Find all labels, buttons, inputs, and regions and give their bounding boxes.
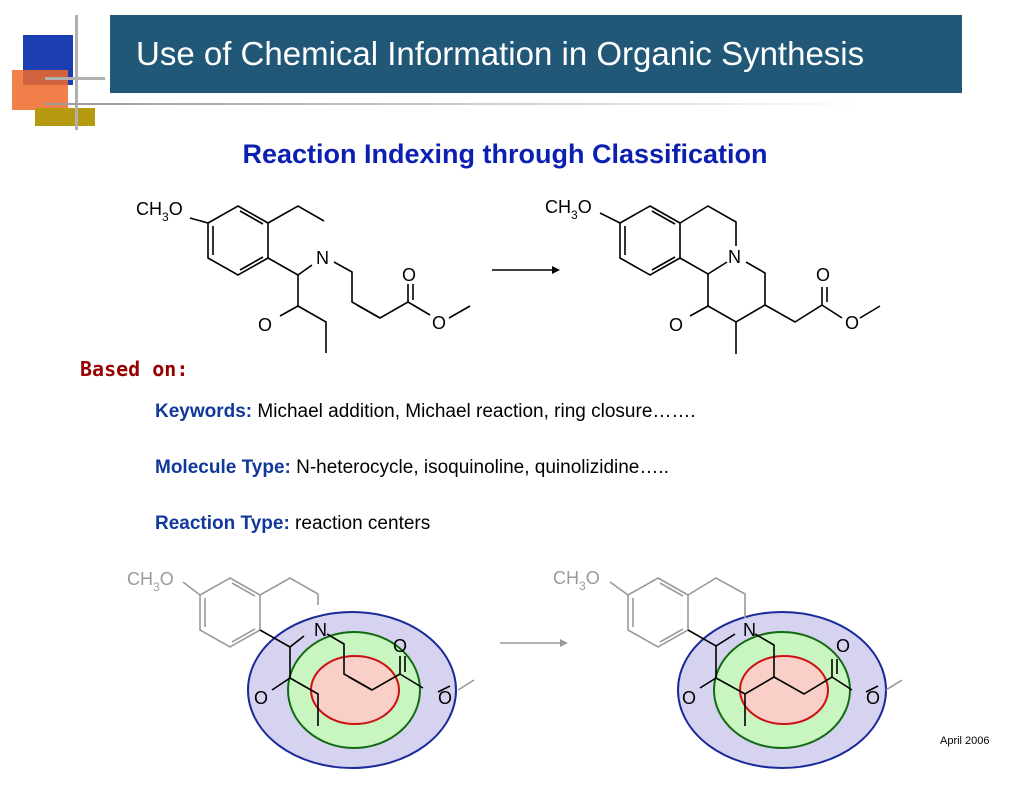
right-o-atom-3: O	[866, 688, 880, 708]
right-n-atom: N	[743, 620, 756, 640]
decor-vertical-line	[75, 15, 78, 130]
decor-olive-square	[35, 108, 95, 126]
product-n-atom: N	[728, 247, 741, 267]
left-o-atom-2: O	[254, 688, 268, 708]
reactant-methoxy-label: CH3O	[136, 199, 183, 224]
right-inner-ellipse	[739, 655, 829, 725]
reactant-o-atom-3: O	[432, 313, 446, 333]
reactant-o-atom-2: O	[258, 315, 272, 335]
footer-date: April 2006	[940, 735, 990, 747]
left-methoxy-label: CH3O	[127, 569, 174, 594]
keywords-line: Keywords: Michael addition, Michael reac…	[155, 401, 696, 423]
based-on-heading: Based on:	[80, 357, 189, 381]
left-o-atom-3: O	[438, 688, 452, 708]
right-o-atom-1: O	[836, 636, 850, 656]
product-o-atom-2: O	[669, 315, 683, 335]
product-o-atom-1: O	[816, 265, 830, 285]
product-methoxy-label: CH3O	[545, 197, 592, 222]
slide-subtitle: Reaction Indexing through Classification	[242, 139, 768, 169]
left-inner-ellipse	[310, 655, 400, 725]
right-o-atom-2: O	[682, 688, 696, 708]
molecule-type-text: N-heterocycle, isoquinoline, quinolizidi…	[290, 457, 669, 478]
molecule-type-line: Molecule Type: N-heterocycle, isoquinoli…	[155, 457, 669, 479]
title-bar: Use of Chemical Information in Organic S…	[110, 15, 962, 93]
reaction-type-text: reaction centers	[289, 513, 431, 534]
left-n-atom: N	[314, 620, 327, 640]
keywords-label: Keywords:	[155, 401, 253, 422]
right-methoxy-label: CH3O	[553, 568, 600, 593]
reaction-type-label: Reaction Type:	[155, 513, 290, 534]
keywords-text: Michael addition, Michael reaction, ring…	[252, 401, 696, 422]
reaction-type-line: Reaction Type: reaction centers	[155, 513, 430, 535]
reactant-n-atom: N	[316, 248, 329, 268]
slide-title: Use of Chemical Information in Organic S…	[136, 35, 865, 72]
product-o-atom-3: O	[845, 313, 859, 333]
decor-horizontal-line	[45, 77, 105, 80]
molecule-type-label: Molecule Type:	[155, 457, 291, 478]
title-divider	[45, 103, 865, 105]
reactant-o-atom-1: O	[402, 265, 416, 285]
left-o-atom-1: O	[393, 636, 407, 656]
